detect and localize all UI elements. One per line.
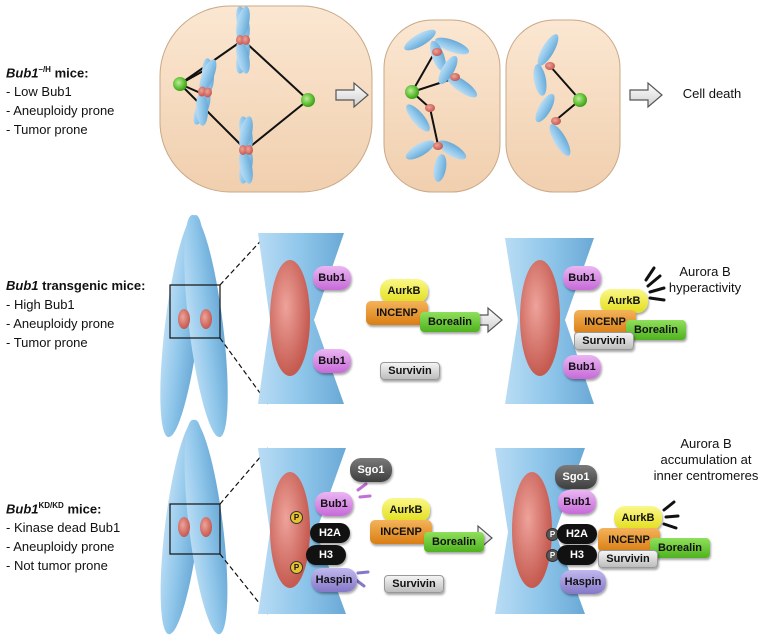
- row2-bullet: - Aneuploidy prone: [6, 316, 115, 331]
- phospho-icon: P: [290, 511, 303, 524]
- survivin-protein: Survivin: [380, 362, 440, 380]
- survivin-protein: Survivin: [384, 575, 444, 593]
- row2-chromosome: [160, 214, 269, 438]
- row1-bullet: - Low Bub1: [6, 84, 72, 100]
- bub1-protein: Bub1: [558, 490, 596, 514]
- row2-outcome: Aurora B hyperactivity: [668, 264, 742, 295]
- survivin-protein: Survivin: [598, 550, 658, 568]
- h3-protein: H3: [557, 545, 597, 565]
- row1-cell-missegregation-a: [383, 19, 501, 193]
- row1-cell-missegregation-b: [505, 19, 621, 193]
- borealin-protein: Borealin: [650, 538, 710, 558]
- aurkb-protein: AurkB: [614, 506, 662, 530]
- bub1-protein: Bub1: [313, 349, 351, 373]
- row1-title: Bub1–/H mice:: [6, 65, 89, 81]
- sgo1-protein: Sgo1: [350, 458, 392, 482]
- borealin-protein: Borealin: [420, 312, 480, 332]
- spindle-pole: [173, 77, 187, 91]
- incenp-protein: INCENP: [598, 528, 660, 552]
- incenp-protein: INCENP: [366, 301, 428, 325]
- borealin-protein: Borealin: [424, 532, 484, 552]
- h2a-protein: H2A: [557, 524, 597, 544]
- h3-protein: H3: [306, 545, 346, 565]
- activity-burst-icon: [662, 500, 680, 530]
- spindle-pole: [573, 93, 587, 107]
- row3-title: Bub1KD/KD mice:: [6, 501, 102, 517]
- row3-bullet: - Kinase dead Bub1: [6, 520, 121, 536]
- borealin-protein: Borealin: [626, 320, 686, 340]
- spindle-pole: [301, 93, 315, 107]
- bub1-protein: Bub1: [315, 492, 353, 516]
- bub1-protein: Bub1: [563, 266, 601, 290]
- row2-bullet: - Tumor prone: [6, 335, 88, 350]
- haspin-protein: Haspin: [311, 568, 357, 592]
- row2-centromere-left: [258, 233, 344, 404]
- activity-burst-icon: [356, 482, 372, 499]
- row2-bullet: - High Bub1: [6, 297, 75, 312]
- activity-burst-icon: [644, 266, 666, 302]
- row3-label: Bub1KD/KD mice: - Kinase dead Bub1 - Ane…: [6, 496, 120, 575]
- arrow-icon: [629, 82, 663, 108]
- row3-outcome: Aurora B accumulation at inner centromer…: [653, 436, 759, 483]
- incenp-protein: INCENP: [574, 310, 636, 334]
- aurkb-protein: AurkB: [380, 279, 428, 303]
- sgo1-protein: Sgo1: [555, 465, 597, 489]
- row3-bullet: - Not tumor prone: [6, 558, 108, 574]
- row1-cell-metaphase: [159, 5, 373, 193]
- row2-title: Bub1 transgenic mice:: [6, 278, 146, 293]
- row3-chromosome: [160, 419, 269, 635]
- phospho-icon: P: [290, 561, 303, 574]
- row1-label: Bub1–/H mice: - Low Bub1 - Aneuploidy pr…: [6, 60, 114, 139]
- bub1-protein: Bub1: [313, 266, 351, 290]
- row2-label: Bub1 transgenic mice: - High Bub1 - Aneu…: [6, 276, 145, 352]
- row1-outcome: Cell death: [682, 86, 742, 101]
- row1-bullet: - Tumor prone: [6, 122, 88, 138]
- h2a-protein: H2A: [310, 523, 350, 543]
- incenp-protein: INCENP: [370, 520, 432, 544]
- bub1-protein: Bub1: [563, 355, 601, 379]
- row1-bullet: - Aneuploidy prone: [6, 103, 115, 119]
- row3-bullet: - Aneuploidy prone: [6, 539, 115, 555]
- aurkb-protein: AurkB: [600, 289, 648, 313]
- activity-burst-icon: [354, 570, 370, 588]
- survivin-protein: Survivin: [574, 332, 634, 350]
- spindle-pole: [405, 85, 419, 99]
- aurkb-protein: AurkB: [382, 498, 430, 522]
- haspin-protein: Haspin: [560, 570, 606, 594]
